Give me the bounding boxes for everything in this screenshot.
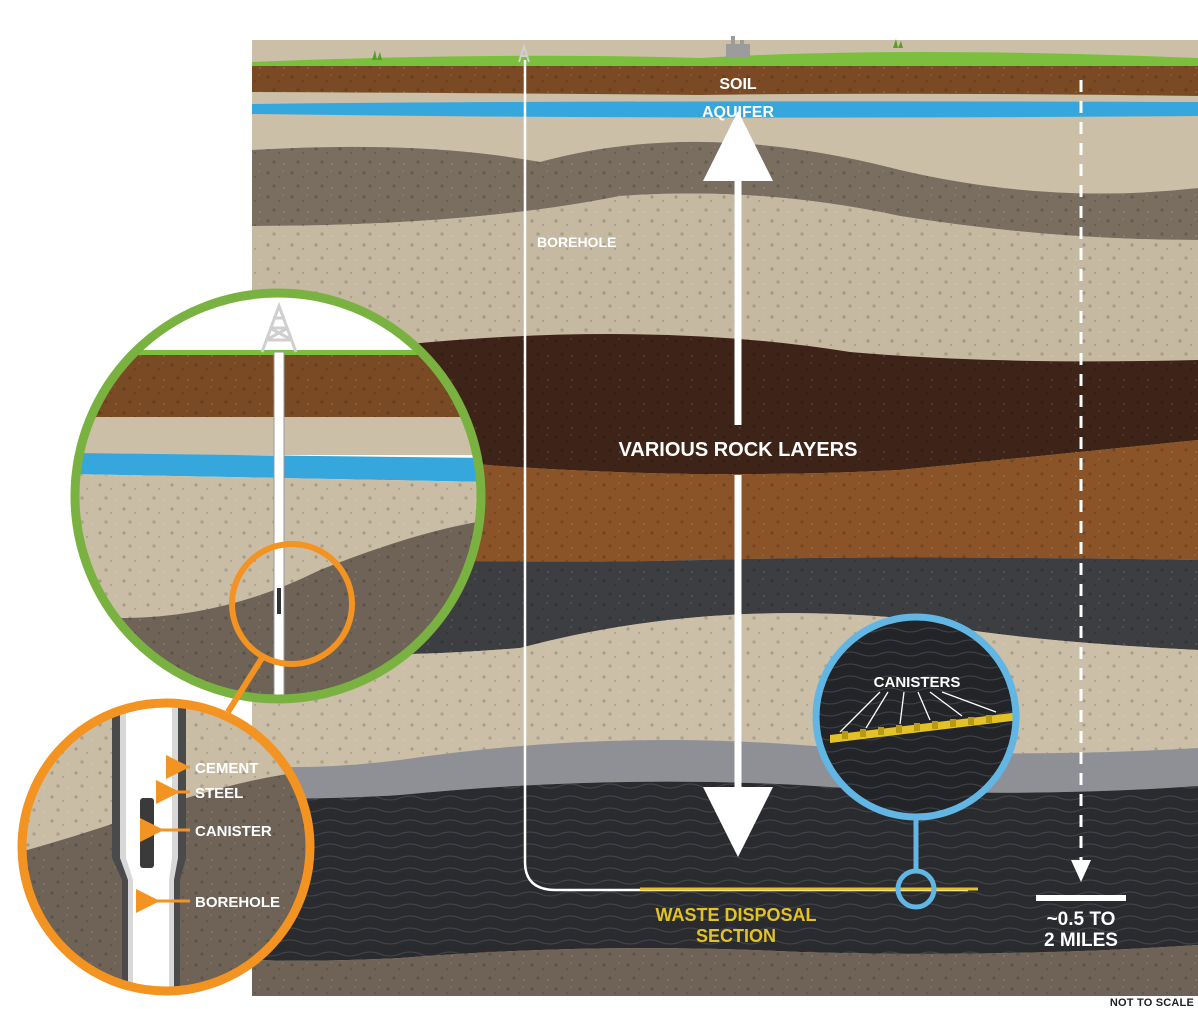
blue-detail-target — [895, 868, 937, 910]
aquifer-label: AQUIFER — [702, 104, 774, 121]
cement-label: CEMENT — [195, 760, 258, 777]
orange-detail-connector — [225, 656, 265, 714]
depth-arrow-head — [1071, 860, 1091, 882]
canister-shape — [140, 798, 154, 868]
borehole-detail-label: BOREHOLE — [195, 894, 280, 911]
waste-disposal-label-line2: SECTION — [696, 926, 776, 946]
borehole-label: BOREHOLE — [537, 234, 616, 250]
waste-disposal-label-line1: WASTE DISPOSAL — [655, 905, 816, 925]
borehole-detail-view — [22, 703, 310, 991]
orange-detail-target — [229, 541, 355, 667]
not-to-scale-note: NOT TO SCALE — [1109, 997, 1194, 1009]
drill-rig-icon — [260, 301, 298, 353]
drill-rig-icon — [518, 42, 530, 63]
main-borehole — [523, 60, 968, 892]
green-detail-ring — [70, 288, 486, 704]
canister-detail-view — [816, 617, 1016, 817]
grass-tuft-icon — [372, 39, 903, 60]
canisters-label: CANISTERS — [874, 674, 961, 691]
depth-label-line2: 2 MILES — [1044, 930, 1118, 951]
blue-detail-ring — [812, 613, 1020, 821]
soil-label: SOIL — [719, 76, 757, 93]
factory-icon — [726, 36, 750, 58]
depth-label-line1: ~0.5 TO — [1047, 909, 1116, 930]
steel-label: STEEL — [195, 785, 243, 802]
borehole-overview-detail — [75, 293, 481, 699]
rock-layers-label: VARIOUS ROCK LAYERS — [619, 439, 858, 461]
depth-baseline — [1036, 895, 1126, 901]
rock-strata — [252, 40, 1198, 998]
aquifer-layer — [252, 101, 1198, 118]
canister-label: CANISTER — [195, 823, 272, 840]
orange-detail-ring — [17, 698, 315, 996]
